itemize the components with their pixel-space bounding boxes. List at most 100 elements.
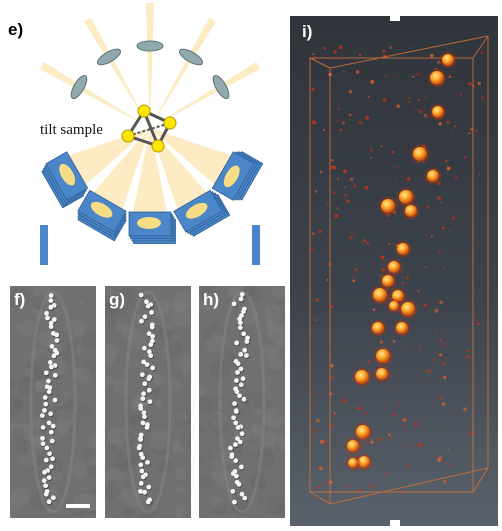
noise-blob: [155, 399, 163, 407]
noise-blob: [268, 495, 285, 517]
noise-blob: [171, 443, 180, 452]
particle-dot: [237, 325, 243, 331]
particle-dot: [244, 353, 249, 358]
particle-dot: [146, 331, 152, 337]
noise-blob: [268, 357, 282, 371]
speck: [422, 161, 425, 164]
speck: [333, 50, 337, 54]
tilt-schematic-graphic: [39, 3, 264, 265]
speck: [424, 266, 427, 268]
particle-dot: [235, 425, 241, 430]
speck: [343, 186, 346, 188]
micrograph-g-graphic: [105, 287, 191, 518]
noise-blob: [37, 330, 55, 347]
speck: [413, 105, 416, 108]
noise-blob: [105, 296, 121, 319]
speck: [316, 485, 320, 489]
nanoparticle: [372, 322, 384, 334]
particle-dot: [235, 370, 240, 375]
speck: [427, 369, 431, 373]
reconstruction-volume-graphic: [309, 16, 489, 526]
nanoparticle: [430, 71, 444, 85]
speck: [313, 392, 316, 395]
speck: [370, 440, 374, 444]
noise-blob: [257, 482, 267, 491]
speck: [405, 464, 409, 468]
speck: [416, 72, 420, 76]
speck: [349, 235, 353, 240]
speck: [453, 125, 456, 128]
noise-blob: [175, 410, 188, 423]
particle-dot: [150, 338, 155, 344]
speck: [362, 239, 367, 243]
particle-dot: [44, 445, 50, 451]
particle-dot: [237, 439, 243, 445]
speck: [430, 235, 433, 238]
panel-g-micrograph: g): [105, 286, 191, 518]
speck: [432, 358, 436, 362]
particle-dot: [139, 318, 144, 324]
speck: [459, 92, 463, 96]
tilt-sample-annotation: tilt sample: [40, 122, 103, 138]
speck: [454, 121, 456, 123]
speck: [333, 411, 337, 416]
particle-dot: [49, 364, 54, 370]
speck: [379, 340, 384, 344]
speck: [311, 326, 313, 328]
speck: [369, 484, 374, 488]
particle-dot: [139, 468, 145, 474]
speck: [339, 128, 343, 132]
particle-dot: [41, 478, 47, 484]
noise-blob: [273, 442, 283, 452]
particle-dot: [233, 420, 239, 426]
speck: [463, 156, 466, 159]
speck: [439, 396, 443, 400]
particle-dot: [238, 464, 244, 470]
speck: [474, 385, 477, 387]
noise-blob: [25, 435, 46, 456]
noise-blob: [173, 334, 180, 341]
nanoparticle: [392, 290, 404, 302]
detector-icon: [77, 189, 127, 242]
noise-blob: [112, 484, 128, 501]
particle-dot: [43, 491, 49, 497]
speck: [438, 143, 441, 145]
noise-blob: [199, 386, 206, 396]
speck: [315, 418, 320, 423]
panel-label-f: f): [14, 290, 26, 309]
particle-dot: [244, 339, 250, 344]
noise-blob: [199, 293, 208, 302]
particle-dot: [40, 413, 45, 419]
speck: [429, 53, 434, 58]
particle-dot: [142, 345, 147, 351]
particle-dot: [42, 469, 47, 475]
noise-blob: [253, 427, 261, 435]
speck: [442, 361, 446, 366]
particle-dot: [233, 442, 238, 447]
speck: [323, 482, 327, 486]
particle-dot: [238, 320, 243, 326]
particle-dot: [230, 488, 236, 494]
noise-blob: [81, 359, 96, 376]
noise-blob: [266, 317, 284, 335]
noise-blob: [51, 470, 62, 481]
noise-blob: [268, 347, 281, 359]
particle-dot: [49, 344, 55, 349]
speck: [425, 205, 430, 209]
particle-dot: [138, 489, 143, 494]
nanoparticle: [396, 322, 408, 334]
noise-blob: [29, 348, 51, 370]
noise-blob: [174, 467, 188, 481]
speck: [413, 422, 418, 427]
panel-h-micrograph: h): [199, 286, 285, 518]
speck: [370, 156, 373, 159]
noise-blob: [268, 305, 277, 314]
particle-dot: [150, 333, 156, 339]
particle-dot: [43, 483, 49, 489]
noise-blob: [108, 301, 116, 310]
particle-dot: [233, 473, 239, 479]
panel-label-i: i): [302, 22, 313, 41]
particle-dot: [50, 423, 56, 429]
panel-label-g: g): [109, 290, 126, 309]
speck: [418, 348, 422, 351]
